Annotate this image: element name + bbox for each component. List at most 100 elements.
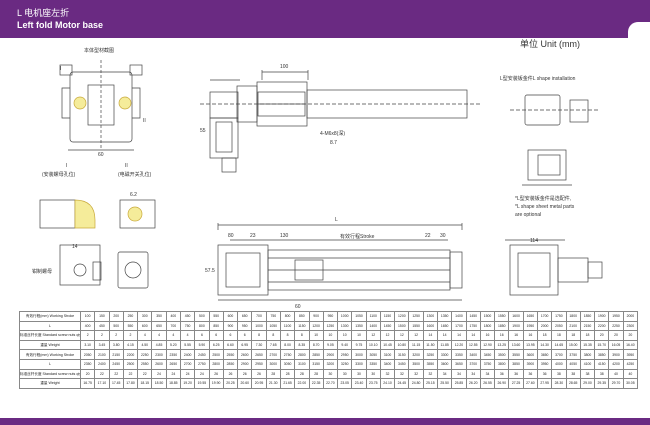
- table-cell: 1900: [594, 311, 610, 322]
- table-cell: 24.80: [408, 378, 424, 389]
- dim-14: 14: [72, 244, 78, 250]
- table-cell: 16: [494, 330, 510, 341]
- row-label: 标准丝杆长度 Standard screw nuts qty: [19, 330, 81, 341]
- table-cell: 3900: [608, 349, 624, 360]
- table-cell: 1800: [565, 311, 581, 322]
- table-cell: 38: [551, 368, 567, 380]
- table-cell: 26: [237, 368, 253, 380]
- screw-note: 4-M6x8(深): [320, 131, 346, 137]
- table-cell: 14: [451, 330, 467, 341]
- table-cell: 700: [165, 320, 181, 332]
- unit-label: 单位 Unit (mm): [520, 39, 580, 49]
- table-cell: 6: [237, 330, 253, 341]
- table-cell: 4050: [565, 358, 581, 370]
- table-cell: 22: [122, 368, 139, 380]
- table-cell: 950: [237, 320, 253, 332]
- table-cell: 1000: [251, 320, 267, 332]
- table-cell: 14: [422, 330, 439, 341]
- table-cell: 3550: [508, 349, 524, 360]
- table-cell: 4.50: [137, 339, 153, 351]
- table-cell: 38: [594, 368, 610, 380]
- table-cell: 28.65: [565, 378, 581, 389]
- table-cell: 13.60: [508, 339, 524, 351]
- table-cell: 12.55: [465, 339, 481, 351]
- dim-23: 23: [250, 233, 256, 239]
- table-cell: 10.45: [379, 339, 396, 351]
- table-cell: 1500: [394, 320, 410, 332]
- table-cell: 1700: [451, 320, 467, 332]
- table-cell: 10: [337, 330, 353, 341]
- table-cell: 8.00: [279, 339, 296, 351]
- table-cell: 24: [179, 368, 196, 380]
- table-cell: 3.80: [108, 339, 124, 351]
- table-cell: 2600: [237, 349, 253, 360]
- table-cell: 600: [137, 320, 153, 332]
- table-cell: 3000: [265, 358, 281, 370]
- table-cell: 3700: [465, 358, 481, 370]
- table-cell: 11.85: [437, 339, 453, 351]
- table-cell: 3850: [594, 349, 610, 360]
- table-cell: 1300: [422, 311, 439, 322]
- table-cell: 24: [165, 368, 181, 380]
- table-cell: 450: [94, 320, 110, 332]
- table-cell: 8.35: [294, 339, 310, 351]
- table-cell: 750: [265, 311, 281, 322]
- table-cell: 24.10: [379, 378, 396, 389]
- table-cell: 2050: [79, 349, 96, 360]
- table-cell: 1600: [508, 311, 524, 322]
- table-cell: 2: [94, 330, 110, 341]
- table-cell: 450: [179, 311, 196, 322]
- table-cell: 3400: [379, 358, 396, 370]
- table-cell: 16.05: [608, 339, 624, 351]
- table-cell: 2500: [122, 358, 139, 370]
- table-cell: 900: [308, 311, 324, 322]
- table-cell: 29.70: [608, 378, 624, 389]
- table-cell: 650: [237, 311, 253, 322]
- table-cell: 6.95: [237, 339, 253, 351]
- table-cell: 3100: [379, 349, 396, 360]
- table-cell: 2: [79, 330, 96, 341]
- table-cell: 3600: [437, 358, 453, 370]
- table-cell: 18: [565, 330, 581, 341]
- table-cell: 3950: [536, 358, 553, 370]
- dim-55: 55: [200, 128, 206, 134]
- table-cell: 3500: [408, 358, 424, 370]
- table-cell: 7.30: [251, 339, 267, 351]
- table-cell: 1200: [308, 320, 324, 332]
- table-cell: 6.25: [208, 339, 224, 351]
- table-cell: 2550: [137, 358, 153, 370]
- table-cell: 13.25: [494, 339, 510, 351]
- detail-II-label: (电磁开关孔位): [118, 172, 152, 178]
- table-cell: 15.35: [579, 339, 596, 351]
- table-cell: 2750: [194, 358, 210, 370]
- table-cell: 500: [194, 311, 210, 322]
- table-cell: 16: [508, 330, 524, 341]
- table-cell: 11.15: [408, 339, 424, 351]
- detail-II-drawing: [117, 199, 156, 289]
- side-view-drawing: [217, 223, 463, 301]
- table-cell: 26: [222, 368, 239, 380]
- table-cell: 750: [179, 320, 196, 332]
- table-cell: 40: [622, 368, 639, 380]
- optional-note-en-2: are optional: [515, 212, 542, 218]
- table-cell: 2500: [208, 349, 224, 360]
- table-cell: 3650: [451, 358, 467, 370]
- table-cell: 12: [379, 330, 396, 341]
- dim-L: L: [335, 217, 338, 223]
- table-cell: 1100: [365, 311, 381, 322]
- row-label: 有效行程(mm) Working Stroke: [19, 311, 81, 322]
- table-cell: 22: [94, 368, 110, 380]
- table-cell: 2550: [222, 349, 239, 360]
- table-cell: 3.10: [79, 339, 96, 351]
- table-cell: 25.50: [437, 378, 453, 389]
- table-cell: 6: [222, 330, 239, 341]
- table-cell: 36: [522, 368, 539, 380]
- table-cell: 8: [265, 330, 281, 341]
- table-cell: 2300: [151, 349, 167, 360]
- table-cell: 3450: [394, 358, 410, 370]
- table-cell: 30: [365, 368, 381, 380]
